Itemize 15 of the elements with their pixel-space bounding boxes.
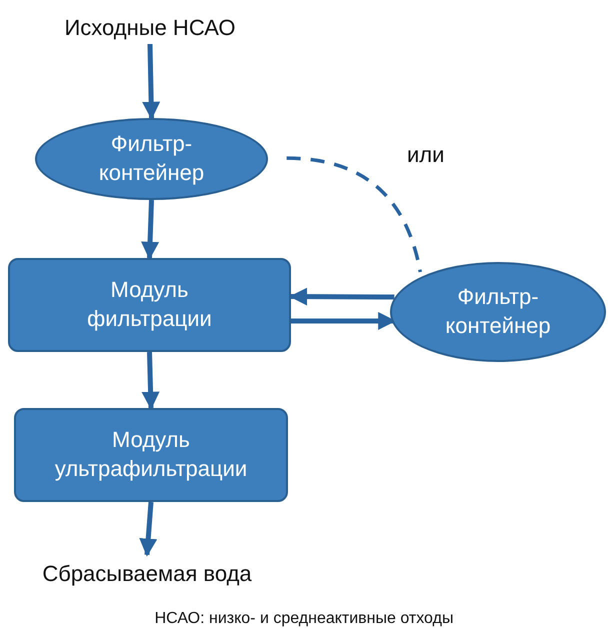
arrow: [142, 352, 160, 410]
arrow: [142, 44, 160, 120]
node-label: Фильтр- контейнер: [98, 130, 206, 187]
caption: НСАО: низко- и среднеактивные отходы: [154, 610, 454, 627]
node-label: Модуль ультрафильтрации: [54, 426, 248, 483]
dashed-connector: [286, 156, 422, 272]
arrow: [141, 200, 160, 260]
arrow: [289, 288, 394, 306]
arrow: [139, 502, 158, 557]
process-box: [8, 258, 291, 352]
flow-label: Исходные НСАО: [64, 14, 236, 42]
process-box: [14, 408, 288, 502]
node-label: Модуль фильтрации: [86, 276, 213, 333]
node-label: Фильтр- контейнер: [444, 283, 552, 340]
flow-label: Сбрасываемая вода: [42, 560, 252, 588]
